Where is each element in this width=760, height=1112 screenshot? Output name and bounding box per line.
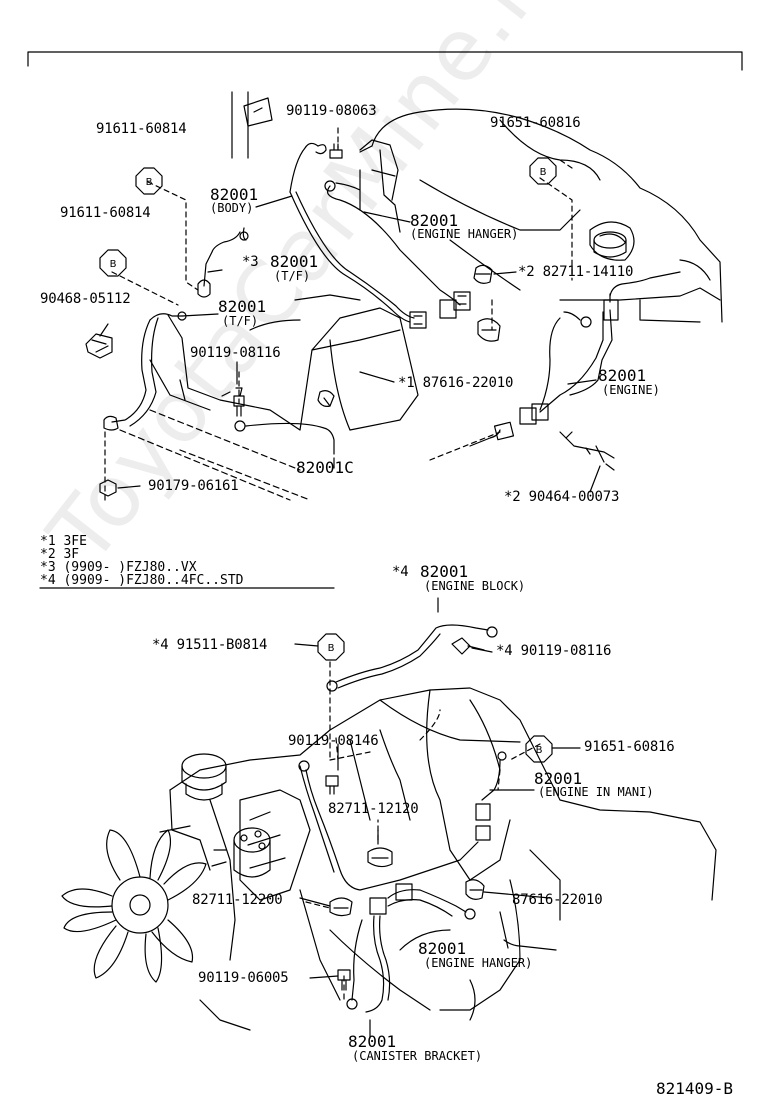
clamp-82711-14110 [473,264,493,284]
solid-leaders [99,195,601,1039]
callout-engine-block-number: 82001 [420,562,469,581]
label-91651-60816-top: 91651-60816 [490,115,581,131]
label-82711-12200: 82711-12200 [192,892,283,908]
callout-engine-number: 82001 [598,366,647,385]
legend-item-2: *2 3F [40,547,80,562]
washer-letters: B B B B B [110,167,547,756]
callout-engine-block-prefix: *4 [392,564,409,580]
cable-canister [346,915,391,1013]
washer-91651-low [525,735,553,763]
washer-91651-top [529,157,557,185]
cable-body [289,142,427,329]
cable-tf-2 [103,311,187,431]
cable-engine-hanger-low [369,883,476,920]
clamp-82711-12200 [329,897,353,917]
cable-tf-1 [197,227,249,298]
callout-engine-block-sub: (ENGINE BLOCK) [424,579,526,593]
callout-engine-hanger-low-sub: (ENGINE HANGER) [424,956,533,970]
label-82711-12120: 82711-12120 [328,801,419,817]
svg-text:B: B [328,643,335,654]
radiator-cap [181,231,627,801]
callout-body-sub: (BODY) [210,201,254,215]
svg-text:B: B [146,177,153,188]
callout-engine-in-mani-sub: (ENGINE IN MANI) [538,785,654,799]
bracket-90468 [85,333,113,359]
nut-90179 [99,479,117,497]
callout-canister-sub: (CANISTER BRACKET) [352,1049,483,1063]
label-90119-08063: 90119-08063 [286,103,377,119]
label-90119-06005: 90119-06005 [198,970,289,986]
callout-engine-sub: (ENGINE) [602,383,660,397]
label-91611-60814-b: 91611-60814 [60,205,151,221]
callout-canister-number: 82001 [348,1032,397,1051]
clamp-87616-upper [477,318,501,342]
svg-text:B: B [110,259,117,270]
label-91651-60816-low: 91651-60816 [584,739,675,755]
label-87616-22010-low: 87616-22010 [512,892,603,908]
label-87616-22010: *1 87616-22010 [398,375,514,391]
callout-tf1-sub: (T/F) [274,269,311,283]
label-90468-05112: 90468-05112 [40,291,131,307]
callout-engine-hanger-number: 82001 [410,211,459,230]
clamp-82711-12120 [367,847,393,868]
cable-engine [469,271,681,447]
cable-82001c [234,390,335,455]
legend-item-1: *1 3FE [40,534,87,549]
callout-tf2-sub: (T/F) [222,314,259,328]
callout-tf2-number: 82001 [218,297,267,316]
legend-item-4: *4 (9909- )FZJ80..4FC..STD [40,573,244,588]
washer-91611-a [135,167,163,195]
bolt-90119-08063 [329,143,343,159]
cable-engine-hanger [324,180,471,319]
label-90119-08146: 90119-08146 [288,733,379,749]
label-90179-06161: 90179-06161 [148,478,239,494]
callout-engine-hanger-sub: (ENGINE HANGER) [410,227,519,241]
callout-tf1-number: 82001 [270,252,319,271]
svg-text:B: B [536,745,543,756]
cable-engine-block [326,624,498,692]
lower-engine-sketch [159,687,717,1031]
cable-lower-main [298,760,479,891]
washer-91611-b [99,249,127,277]
svg-text:B: B [540,167,547,178]
bolt-90119-06005 [337,969,351,991]
label-90464-00073: *2 90464-00073 [504,489,620,505]
callout-tf1-prefix: *3 [242,254,259,270]
frame-bracket [231,91,273,159]
figure-code: 821409-B [656,1079,734,1098]
distributor [211,827,271,878]
legend-item-3: *3 (9909- )FZJ80..VX [40,560,197,575]
wire-90464 [559,431,615,471]
label-90119-08116: 90119-08116 [190,345,281,361]
bolt-90119-08116 [233,387,245,417]
label-82711-14110: *2 82711-14110 [518,264,634,280]
callout-engine-hanger-low-number: 82001 [418,939,467,958]
label-91511-b0814: *4 91511-B0814 [152,637,268,653]
frame-line [27,51,743,71]
bolt-90119-08146 [325,775,339,795]
label-91611-60814-a: 91611-60814 [96,121,187,137]
bolt-90119-08116-low [451,637,485,655]
callout-engine-in-mani-number: 82001 [534,769,583,788]
clamp-87616-lower [465,879,485,900]
washer-91511 [317,633,345,661]
label-90119-08116-low: *4 90119-08116 [496,643,612,659]
fan [61,829,207,983]
cable-engine-in-mani [475,751,507,841]
callout-82001c: 82001C [296,458,354,477]
transmission-sketch [119,294,419,501]
callout-body-number: 82001 [210,185,259,204]
upper-leaders [104,127,573,501]
